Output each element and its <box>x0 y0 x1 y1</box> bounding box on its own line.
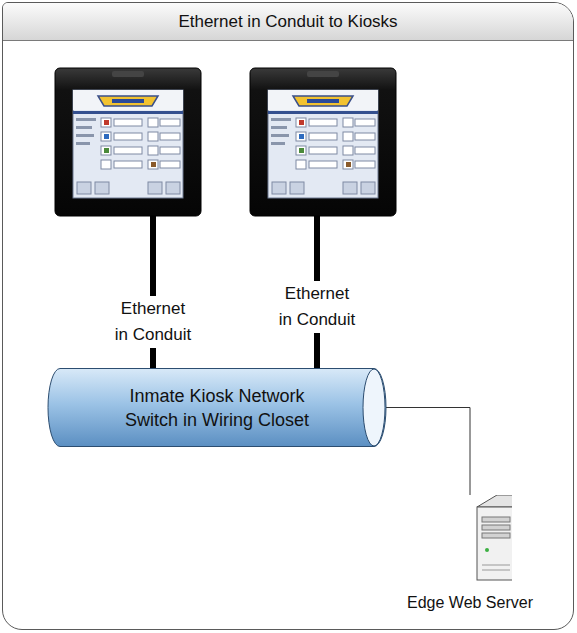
server-part <box>482 517 510 522</box>
cylinder-node: Inmate Kiosk Network Switch in Wiring Cl… <box>48 368 386 447</box>
cylinder-body <box>48 369 386 447</box>
kiosk-left <box>55 68 201 216</box>
server-label: Edge Web Server <box>399 593 541 613</box>
server-part <box>485 548 489 552</box>
cable-label: Ethernet in Conduit <box>113 296 193 348</box>
cylinder-shape <box>48 368 386 447</box>
server-icon <box>442 495 512 583</box>
server-part <box>482 525 510 530</box>
cable-label: Ethernet in Conduit <box>277 281 357 333</box>
server-node: Edge Web Server <box>399 495 541 615</box>
server-part <box>482 565 510 566</box>
kiosk-right <box>250 68 396 216</box>
server-part <box>482 533 510 538</box>
cylinder-end <box>363 369 385 446</box>
switch-label: Inmate Kiosk Network Switch in Wiring Cl… <box>115 384 320 432</box>
drawing-part <box>477 495 512 580</box>
panel-title: Ethernet in Conduit to Kiosks <box>170 12 405 32</box>
panel-header: Ethernet in Conduit to Kiosks <box>3 3 573 41</box>
server-part <box>482 570 510 571</box>
network-link <box>386 408 470 496</box>
server-part <box>477 495 512 507</box>
server-part <box>477 507 512 580</box>
